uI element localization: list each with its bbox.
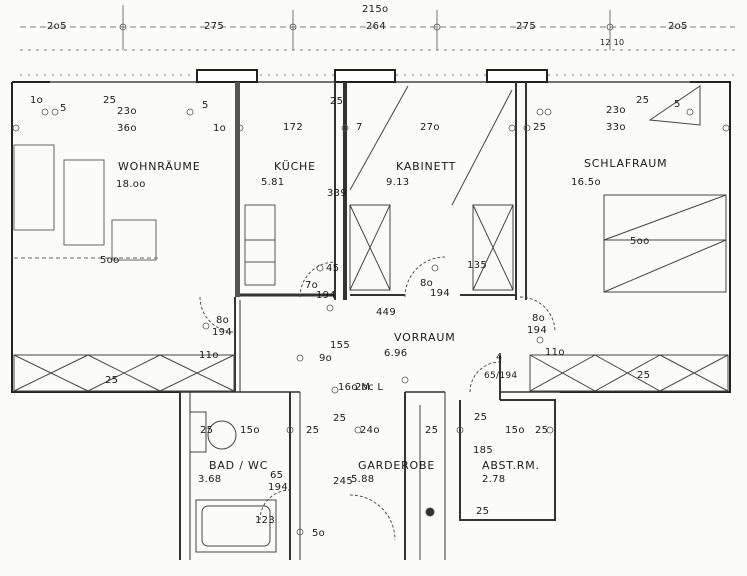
room-name-wohnraeume: WOHNRÄUME [118,160,201,173]
room-area-kabinett: 9.13 [386,177,410,188]
dim-label: 4 [496,352,503,363]
dim-label: 25 [333,413,347,424]
dim-top-5: 2o5 [668,21,688,32]
dim-top-4: 275 [516,21,536,32]
dim-label: 194 [268,482,288,493]
room-name-kabinett: KABINETT [396,160,457,173]
dim-label: 339 [327,188,347,199]
dim-label: 245 [333,476,353,487]
dim-label: 25 [474,412,488,423]
dim-label: 25 [535,425,549,436]
dim-label: 45 [326,263,340,274]
dim-label: 8o [420,278,434,289]
dim-label: 16o M [338,382,371,393]
dim-label: 25 [533,122,547,133]
dim-label: 172 [283,122,303,133]
room-area-wohnraeume: 18.oo [116,179,146,190]
room-name-vorraum: VORRAUM [394,331,456,344]
dim-label: 11o [545,347,565,358]
balcony-schlafraum [529,354,729,392]
room-area-abstellraum: 2.78 [482,474,506,485]
dim-label: 36o [117,123,137,134]
dim-top-partial-2: 12 10 [600,38,625,47]
dim-label: 194 [316,290,336,301]
room-area-garderobe: 5.88 [351,474,375,485]
dim-label: 25 [636,95,650,106]
dim-label: 65 [270,470,284,481]
dim-label: 25 [105,375,119,386]
dim-label: 194 [430,288,450,299]
room-area-schlafraum: 16.5o [571,177,601,188]
dim-label: 25 [200,425,214,436]
dim-label: 25 [103,95,117,106]
dim-label: 11o [199,350,219,361]
dim-label: 1o [213,123,227,134]
dim-label: 5o [312,528,326,539]
dim-label: 5oo [630,236,650,247]
dim-label: 25 [425,425,439,436]
room-area-bad-wc: 3.68 [198,474,222,485]
interior-walls [179,82,560,560]
dim-label: 8o [216,315,230,326]
dim-label: 65/194 [484,371,518,381]
dimension-line-top [20,5,735,76]
dim-label: 23o [117,106,137,117]
room-name-abstellraum: ABST.RM. [482,459,540,472]
dim-label: 5 [202,100,209,111]
dim-label: 8o [532,313,546,324]
dim-label: 5oo [100,255,120,266]
dim-label: 7o [305,280,319,291]
dim-label: 27o [420,122,440,133]
dim-label: 25 [476,506,490,517]
garderobe-fixtures [419,405,435,560]
dim-label: 5 [674,99,681,110]
dim-label: 1o [30,95,44,106]
room-name-schlafraum: SCHLAFRAUM [584,157,668,170]
door-swings [199,256,556,541]
room-name-bad-wc: BAD / WC [209,459,269,472]
dim-label: 25 [306,425,320,436]
dim-top-3: 264 [366,21,386,32]
kueche-fixtures [244,204,276,286]
dim-label: 123 [255,515,275,526]
dim-label: 23o [606,105,626,116]
dim-label: 7 [356,122,363,133]
dim-label: 24o [360,425,380,436]
room-area-kueche: 5.81 [261,177,285,188]
dim-label: 25 [330,96,344,107]
dim-label: 15o [505,425,525,436]
dim-label: 155 [330,340,350,351]
dim-label: 135 [467,260,487,271]
dim-top-1: 2o5 [47,21,67,32]
dim-top-partial-1: 215o [362,4,389,15]
schlafraum-bed [603,85,727,293]
dim-label: 194 [212,327,232,338]
dim-label: 449 [376,307,396,318]
dim-label: 33o [606,122,626,133]
room-area-vorraum: 6.96 [384,348,408,359]
dim-top-2: 275 [204,21,224,32]
outer-walls [11,69,731,393]
dim-label: 9o [319,353,333,364]
axis-markers [12,108,730,536]
kabinett-diagonals [349,85,514,291]
dim-label: 185 [473,445,493,456]
room-name-kueche: KÜCHE [274,160,316,173]
dim-label: 2oc L [355,382,384,393]
dim-label: 25 [637,370,651,381]
wohnraume-furniture [13,144,160,261]
dim-label: 194 [527,325,547,336]
bad-fixtures [189,411,277,553]
balcony-wohnraume [13,354,235,392]
dim-label: 15o [240,425,260,436]
room-name-garderobe: GARDEROBE [358,459,436,472]
dim-label: 5 [60,103,67,114]
